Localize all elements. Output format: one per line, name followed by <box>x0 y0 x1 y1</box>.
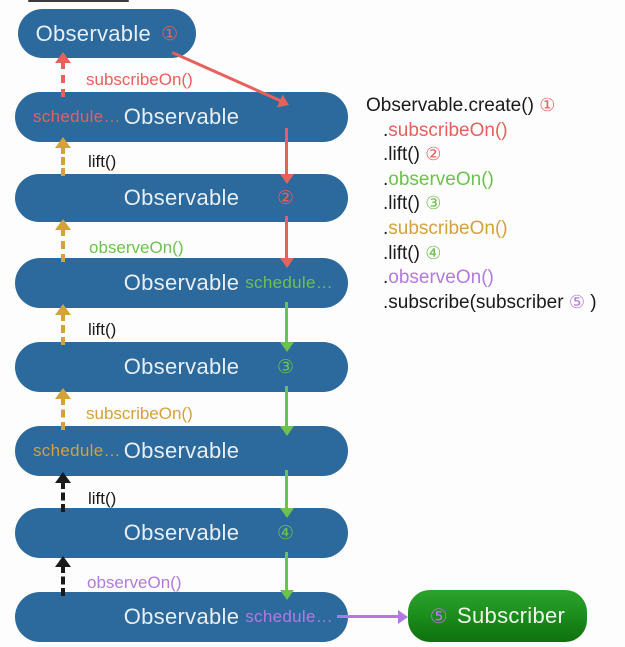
arrowhead-right-icon <box>398 610 408 624</box>
code-line-4: .observeOn() <box>383 168 494 190</box>
observable-box-3: Observable ② <box>15 174 348 222</box>
arrowhead-up-icon <box>55 219 71 230</box>
arrowhead-up-icon <box>55 304 71 315</box>
circled-number-2: ② <box>425 144 442 166</box>
circled-number-3: ③ <box>425 193 442 215</box>
arrow-to-subscriber <box>337 610 408 624</box>
observable-label: Observable <box>123 604 240 629</box>
circled-number-4: ④ <box>277 522 295 544</box>
arrowhead-down-icon <box>280 258 294 268</box>
observable-label: Observable <box>123 104 240 129</box>
observable-box-2: schedule… Observable <box>15 92 348 142</box>
code-block: Observable.create() ① .subscribeOn() .li… <box>366 94 597 315</box>
arrow-label-subscribeon-1: subscribeOn() <box>86 70 193 89</box>
circled-number-2: ② <box>277 187 295 209</box>
solid-down-arrow-2 <box>280 216 294 268</box>
observable-box-5: Observable ③ <box>15 342 348 392</box>
dashed-up-arrow-3 <box>55 219 71 262</box>
dashed-up-arrow-1 <box>55 52 71 97</box>
observable-label: Observable <box>35 20 152 46</box>
solid-down-arrow-4 <box>280 386 294 436</box>
arrow-label-lift-1: lift() <box>88 152 117 171</box>
arrowhead-down-icon <box>280 342 294 352</box>
circled-number-1: ① <box>161 22 179 45</box>
arrowhead-down-icon <box>280 174 294 184</box>
solid-down-arrow-1 <box>280 128 294 184</box>
arrow-label-lift-3: lift() <box>88 489 117 508</box>
dashed-up-arrow-2 <box>55 137 71 176</box>
schedule-label: schedule… <box>33 441 121 460</box>
code-line-3: .lift() ② <box>383 144 442 166</box>
cropped-artifact <box>28 0 129 2</box>
circled-number-5: ⑤ <box>429 604 449 628</box>
circled-number-1: ① <box>539 95 556 116</box>
observable-label: Observable <box>123 354 240 379</box>
dashed-up-arrow-6 <box>55 472 71 512</box>
observable-label: Observable <box>123 185 240 210</box>
observable-box-7: Observable ④ <box>15 508 348 558</box>
observable-label: Observable <box>123 520 240 545</box>
code-line-5: .lift() ③ <box>383 193 442 215</box>
code-line-1: Observable.create() ① <box>366 95 556 116</box>
operator-name: subscribeOn() <box>388 217 508 239</box>
arrowhead-down-icon <box>280 590 294 600</box>
observable-box-8: Observable schedule… <box>15 592 348 642</box>
solid-down-arrow-6 <box>280 552 294 600</box>
arrowhead-up-icon <box>55 388 71 399</box>
solid-down-arrow-5 <box>280 470 294 518</box>
code-line-2: .subscribeOn() <box>383 119 508 141</box>
subscriber-box: ⑤ Subscriber <box>408 590 587 642</box>
arrowhead-up-icon <box>55 472 71 483</box>
schedule-label: schedule… <box>245 607 333 626</box>
arrow-label-observeon-1: observeOn() <box>89 238 184 257</box>
dashed-up-arrow-5 <box>55 388 71 430</box>
code-line-7: .lift() ④ <box>383 242 442 264</box>
operator-name: subscribeOn() <box>388 119 508 141</box>
arrow-label-observeon-2: observeOn() <box>87 573 182 592</box>
arrowhead-up-icon <box>55 137 71 148</box>
arrowhead-up-icon <box>55 52 71 63</box>
arrow-label-lift-2: lift() <box>88 320 117 339</box>
observable-box-4: Observable schedule… <box>15 258 348 308</box>
code-line-6: .subscribeOn() <box>383 217 508 239</box>
arrowhead-down-icon <box>280 426 294 436</box>
observable-label: Observable <box>123 438 240 463</box>
arrow-label-subscribeon-2: subscribeOn() <box>86 404 193 423</box>
code-line-8: .observeOn() <box>383 267 494 289</box>
operator-name: observeOn() <box>388 267 494 289</box>
circled-number-4: ④ <box>425 242 442 264</box>
code-line-9: .subscribe(subscriber ⑤ ) <box>383 291 597 313</box>
arrowhead-up-icon <box>55 556 71 567</box>
observable-box-1: Observable ① <box>18 9 196 58</box>
schedule-label: schedule… <box>245 273 333 292</box>
solid-down-arrow-3 <box>280 302 294 352</box>
circled-number-3: ③ <box>277 356 295 378</box>
arrowhead-down-icon <box>280 508 294 518</box>
observable-label: Observable <box>123 270 240 295</box>
schedule-label: schedule… <box>33 107 121 126</box>
subscriber-label: Subscriber <box>457 603 566 628</box>
circled-number-5: ⑤ <box>568 291 586 313</box>
dashed-up-arrow-7 <box>55 556 71 596</box>
operator-name: observeOn() <box>388 168 494 190</box>
dashed-up-arrow-4 <box>55 304 71 345</box>
observable-box-6: schedule… Observable <box>15 426 348 476</box>
